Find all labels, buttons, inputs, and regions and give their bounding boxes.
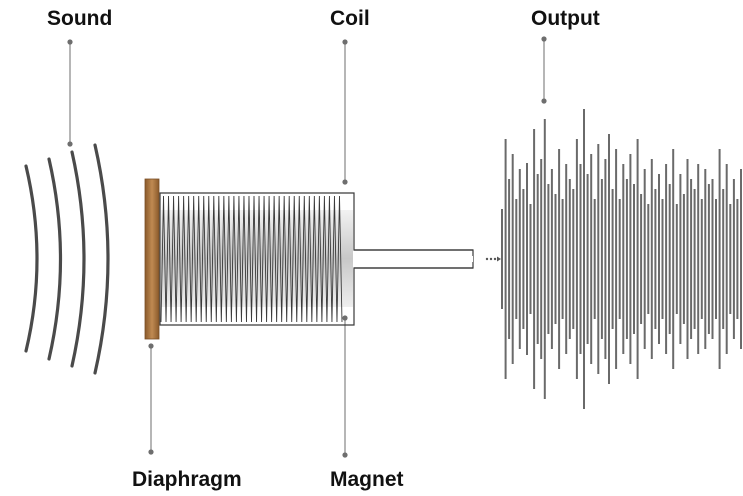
sound-wave-arc-3 <box>70 150 86 368</box>
sound-wave-arc-2 <box>47 157 63 361</box>
sound-leader <box>67 39 73 147</box>
diaphragm-label: Diaphragm <box>132 468 242 491</box>
output-leader <box>541 36 547 104</box>
coil-icon <box>160 195 343 323</box>
output-label: Output <box>531 7 600 30</box>
sound-wave-icon <box>24 143 110 375</box>
magnet-label: Magnet <box>330 468 404 491</box>
magnet-leader <box>342 315 348 458</box>
coil-winding <box>160 195 343 323</box>
coil-leader <box>342 39 348 185</box>
diaphragm-leader <box>148 343 154 455</box>
sound-wave-arc-4 <box>93 143 110 375</box>
signal-arrow-icon <box>485 256 501 262</box>
diaphragm-icon <box>144 178 160 340</box>
output-waveform-icon <box>501 109 742 409</box>
sound-wave-arc-1 <box>24 164 39 353</box>
coil-label: Coil <box>330 7 370 30</box>
sound-label: Sound <box>47 7 112 30</box>
leader-lines <box>67 36 547 458</box>
